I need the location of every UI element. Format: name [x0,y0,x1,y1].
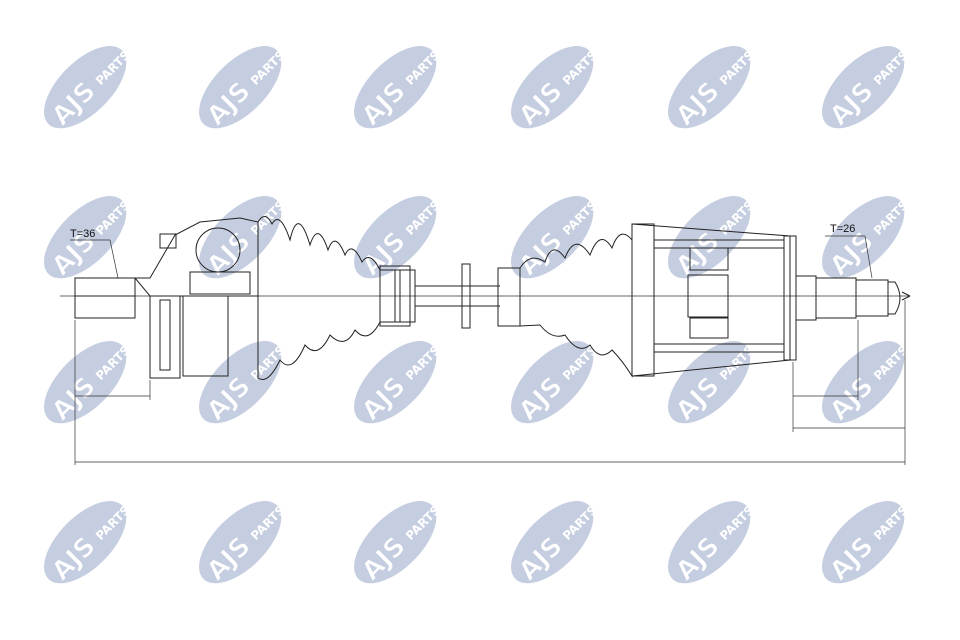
outer-cv-joint [74,217,259,379]
left-spline-label: T=36 [70,228,95,240]
shaft [415,263,500,329]
dimension-lines [74,300,906,465]
stub-shaft [795,275,911,321]
inner-boot [497,233,633,378]
outer-boot [257,216,416,380]
right-spline-label: T=26 [830,223,855,235]
